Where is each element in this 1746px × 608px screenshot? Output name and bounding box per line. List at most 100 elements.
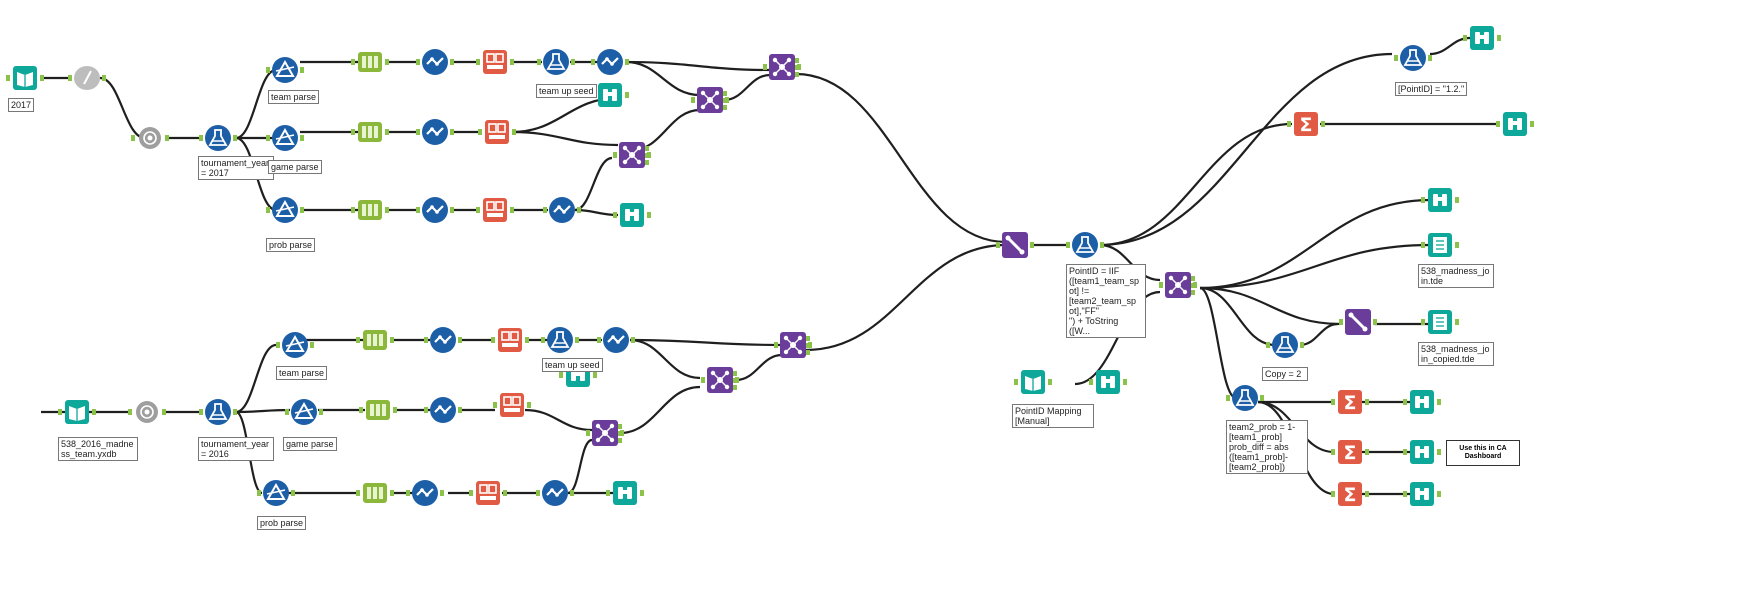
output-anchor[interactable]	[385, 59, 389, 65]
input-anchor[interactable]	[1287, 121, 1291, 127]
text-to-columns-2b[interactable]	[359, 400, 397, 420]
browse-1a[interactable]	[591, 83, 629, 107]
output-anchor[interactable]	[450, 207, 454, 213]
output-anchor[interactable]	[1455, 197, 1459, 203]
join-2c[interactable]	[774, 332, 812, 358]
output-anchor[interactable]	[570, 490, 574, 496]
input-anchor[interactable]	[1226, 395, 1230, 401]
output-anchor[interactable]	[1123, 379, 1127, 385]
input-anchor[interactable]	[266, 207, 270, 213]
sample-tool-1[interactable]	[131, 127, 169, 149]
select-2c[interactable]	[406, 480, 444, 506]
prob-parse-1[interactable]	[266, 197, 304, 223]
prob-parse-2[interactable]	[257, 480, 295, 506]
text-to-columns-2a[interactable]	[356, 330, 394, 350]
game-parse-2[interactable]	[285, 399, 323, 425]
output-anchor[interactable]	[458, 407, 462, 413]
game-parse-1[interactable]	[266, 125, 304, 151]
input-anchor[interactable]	[1339, 319, 1343, 325]
crosstab-1c[interactable]	[476, 198, 514, 222]
output-anchor[interactable]	[450, 129, 454, 135]
summarize-1[interactable]: Σ	[1287, 112, 1325, 136]
input-anchor[interactable]	[774, 342, 778, 348]
filter-tournament-year-2016[interactable]	[199, 399, 237, 425]
browse-1b[interactable]	[613, 203, 651, 227]
crosstab-1b[interactable]	[478, 120, 516, 144]
output-anchor[interactable]	[1030, 242, 1034, 248]
text-to-columns-1a[interactable]	[351, 52, 389, 72]
input-anchor[interactable]	[416, 129, 420, 135]
input-anchor[interactable]	[356, 490, 360, 496]
input-anchor[interactable]	[1403, 491, 1407, 497]
filter-copy-2[interactable]	[1266, 332, 1304, 358]
output-anchor[interactable]	[625, 59, 629, 65]
input-anchor[interactable]	[763, 64, 767, 70]
input-anchor[interactable]	[606, 490, 610, 496]
input-anchor[interactable]	[128, 409, 132, 415]
summarize-2a[interactable]: Σ	[1331, 390, 1369, 414]
input-anchor[interactable]	[199, 409, 203, 415]
output-anchor[interactable]	[458, 337, 462, 343]
input-anchor[interactable]	[131, 135, 135, 141]
input-anchor[interactable]	[285, 409, 289, 415]
browse-summarize-2a[interactable]	[1403, 390, 1441, 414]
input-anchor[interactable]	[493, 402, 497, 408]
input-anchor[interactable]	[1331, 491, 1335, 497]
input-anchor[interactable]	[1421, 197, 1425, 203]
input-anchor[interactable]	[1394, 55, 1398, 61]
output-anchor[interactable]	[577, 207, 581, 213]
crosstab-1a[interactable]	[476, 50, 514, 74]
output-anchor[interactable]	[1100, 242, 1104, 248]
input-anchor[interactable]	[536, 490, 540, 496]
input-anchor[interactable]	[351, 59, 355, 65]
output-anchor[interactable]	[319, 409, 323, 415]
join-1b[interactable]	[613, 142, 651, 168]
comment-tool[interactable]	[68, 66, 106, 90]
input-anchor[interactable]	[416, 59, 420, 65]
output-anchor[interactable]	[300, 207, 304, 213]
browse-pointid-mapping[interactable]	[1089, 370, 1127, 394]
browse-3[interactable]	[1421, 188, 1459, 212]
output-anchor[interactable]	[1365, 449, 1369, 455]
output-anchor[interactable]	[92, 409, 96, 415]
team-parse-2[interactable]	[276, 332, 314, 358]
select-2d[interactable]	[597, 327, 635, 353]
select-1e[interactable]	[543, 197, 581, 223]
output-anchor[interactable]	[165, 135, 169, 141]
crosstab-2b[interactable]	[493, 393, 531, 417]
output-anchor[interactable]	[510, 59, 514, 65]
input-anchor[interactable]	[476, 207, 480, 213]
input-anchor[interactable]	[1421, 319, 1425, 325]
team-parse-1[interactable]	[266, 57, 304, 83]
filter-pointid[interactable]	[1394, 45, 1432, 71]
join-2a[interactable]	[701, 367, 739, 393]
output-anchor[interactable]	[40, 75, 44, 81]
output-anchor[interactable]	[385, 207, 389, 213]
input-anchor[interactable]	[351, 129, 355, 135]
input-anchor[interactable]	[257, 490, 261, 496]
output-join-copied-tde[interactable]	[1421, 310, 1459, 334]
input-anchor[interactable]	[416, 207, 420, 213]
input-anchor[interactable]	[537, 59, 541, 65]
output-anchor[interactable]	[1300, 342, 1304, 348]
select-1a[interactable]	[416, 49, 454, 75]
input-anchor[interactable]	[1266, 342, 1270, 348]
input-anchor[interactable]	[476, 59, 480, 65]
input-anchor[interactable]	[1066, 242, 1070, 248]
output-anchor[interactable]	[162, 409, 166, 415]
input-anchor[interactable]	[406, 490, 410, 496]
output-anchor[interactable]	[300, 135, 304, 141]
output-anchor[interactable]	[291, 490, 295, 496]
filter-tournament-year-2017[interactable]	[199, 125, 237, 151]
output-anchor[interactable]	[1437, 491, 1441, 497]
output-anchor[interactable]	[1530, 121, 1534, 127]
input-anchor[interactable]	[586, 430, 590, 436]
output-anchor[interactable]	[300, 67, 304, 73]
input-anchor[interactable]	[199, 135, 203, 141]
input-anchor[interactable]	[356, 337, 360, 343]
output-anchor[interactable]	[503, 490, 507, 496]
union-tool-2[interactable]	[1339, 309, 1377, 335]
input-pointid-mapping[interactable]	[1014, 370, 1052, 394]
formula-team2-prob[interactable]	[1226, 385, 1264, 411]
output-anchor[interactable]	[102, 75, 106, 81]
